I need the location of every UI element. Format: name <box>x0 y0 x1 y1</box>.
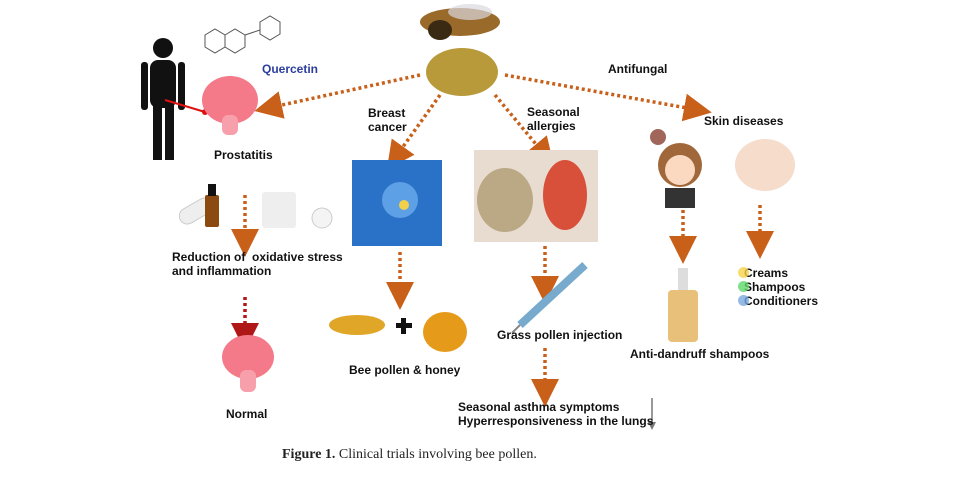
label-normal: Normal <box>226 407 268 421</box>
green-dot-icon <box>738 281 749 292</box>
label-anti-dandruff: Anti-dandruff shampoos <box>630 347 770 361</box>
label-skin-diseases: Skin diseases <box>704 114 784 128</box>
human-silhouette <box>141 38 185 160</box>
label-oxidative-stress: Reduction of oxidative stress and inflam… <box>172 250 343 278</box>
arrow-to-breast-cancer <box>386 93 442 170</box>
quercetin-structure <box>204 15 281 54</box>
product-item: Conditioners <box>738 294 818 308</box>
bee-image <box>420 4 500 40</box>
yellow-dot-icon <box>738 267 749 278</box>
product-item: Creams <box>738 266 818 280</box>
supplements-image <box>178 184 333 229</box>
label-asthma: Seasonal asthma symptoms Hyperresponsive… <box>458 400 654 428</box>
blue-dot-icon <box>738 295 749 306</box>
syringe-image <box>511 262 588 334</box>
label-antifungal: Antifungal <box>608 62 668 76</box>
pollen-honey-image <box>329 312 467 352</box>
prostate-inflamed-image <box>202 76 258 135</box>
label-bee-pollen-honey: Bee pollen & honey <box>349 363 461 377</box>
arrow-to-skin-diseases <box>504 73 712 122</box>
figure-caption: Figure 1. Clinical trials involving bee … <box>282 447 537 462</box>
woman-hair-image <box>650 129 702 208</box>
arrow-to-prostatitis <box>254 73 421 119</box>
product-list: Creams Shampoos Conditioners <box>738 266 818 308</box>
label-breast-cancer: Breast cancer <box>368 106 407 134</box>
label-quercetin: Quercetin <box>262 62 319 76</box>
product-item: Shampoos <box>738 280 818 294</box>
bee-pollen-image <box>426 48 498 96</box>
label-grass-pollen: Grass pollen injection <box>497 328 623 342</box>
breast-image <box>352 160 442 246</box>
label-seasonal-allergies: Seasonal allergies <box>527 105 580 133</box>
lungs-image <box>474 150 598 242</box>
prostate-normal-image <box>222 335 274 392</box>
arrow-to-seasonal-allergies <box>493 93 554 166</box>
shampoo-bottle-image <box>668 268 698 342</box>
label-prostatitis: Prostatitis <box>214 148 273 162</box>
woman-face-image <box>735 139 795 191</box>
